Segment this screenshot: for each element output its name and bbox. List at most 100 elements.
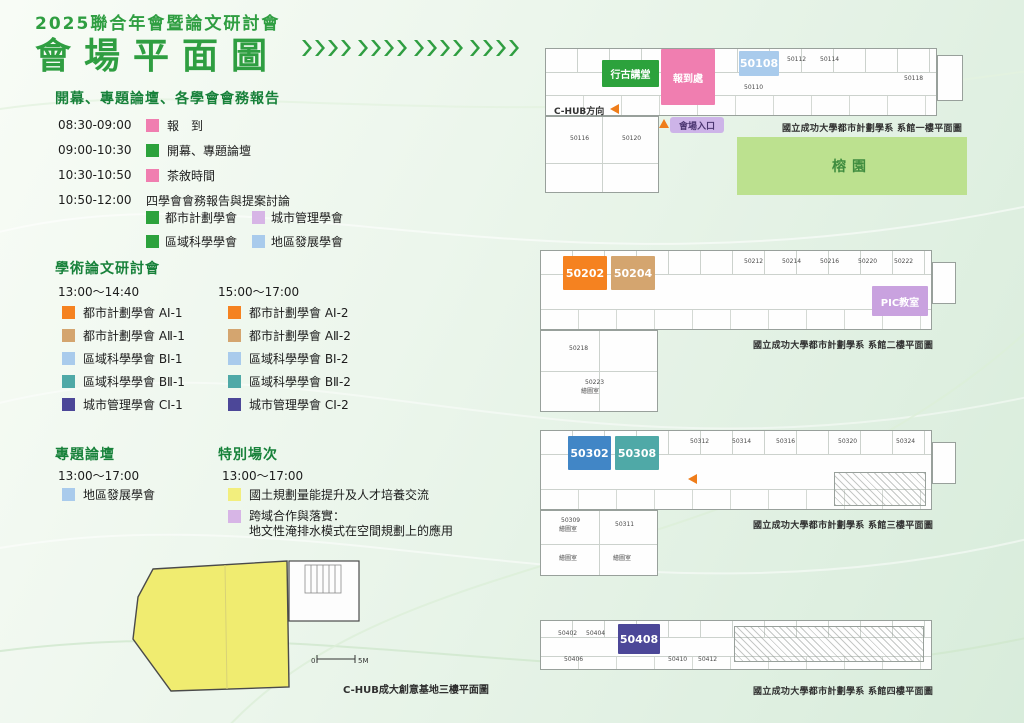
floorplan-3f: 50302 50308 50312 50314 50316 50320 5032… — [538, 428, 978, 580]
chevron-icon — [341, 40, 351, 56]
room-number: 50402 — [558, 630, 578, 637]
society-label: 地區發展學會 — [271, 234, 344, 249]
session-item: 都市計劃學會 AⅡ-2 — [228, 327, 351, 343]
legend-swatch-blue — [228, 351, 241, 365]
chevron-icon — [302, 40, 312, 56]
arrow-left-icon — [610, 104, 619, 114]
room-number: 50110 — [744, 84, 764, 91]
session-label: 區域科學學會 BⅠ-1 — [83, 351, 183, 366]
floorplan-4f: 50408 50402 50404 50406 50410 50412 國立成功… — [538, 618, 978, 708]
chevron-icon — [440, 40, 450, 56]
chevron-group — [358, 40, 407, 56]
room-number: 50216 — [820, 258, 840, 265]
chevron-icon — [470, 40, 480, 56]
society-item: 城市管理學會 — [252, 209, 343, 226]
chevron-icon — [453, 40, 463, 56]
forum-heading: 專題論壇 — [55, 447, 115, 463]
floor2-caption: 國立成功大學都市計劃學系 系館二樓平面圖 — [753, 341, 934, 351]
chevron-icon — [397, 40, 407, 56]
legend-swatch-tan — [62, 328, 75, 342]
society-label: 都市計劃學會 — [165, 210, 238, 225]
room-50408: 50408 — [618, 624, 660, 654]
wall-line — [599, 511, 600, 575]
legend-swatch-orange — [62, 305, 75, 319]
floorplan-1f: 50116 50120 行古講堂 報到處 50108 50112 50114 5… — [540, 45, 980, 200]
schedule-row: 10:50-12:00 四學會會務報告與提案討論 — [58, 192, 290, 208]
banyan-garden-area: 榕園 — [737, 137, 967, 195]
legend-swatch-blue — [252, 234, 265, 248]
room-number: 50222 — [894, 258, 914, 265]
venue-entrance-badge: 會場入口 — [670, 117, 724, 133]
legend-swatch-purple — [228, 510, 241, 523]
chevron-group — [470, 40, 519, 56]
room-50202: 50202 — [563, 256, 607, 290]
session-item: 城市管理學會 CⅠ-2 — [228, 396, 349, 412]
schedule-row: 09:00-10:30 開幕、專題論壇 — [58, 142, 251, 158]
room-number: 50120 — [622, 135, 642, 142]
chevron-icon — [414, 40, 424, 56]
session-item: 區域科學學會 BⅡ-2 — [228, 373, 351, 389]
room-pic-classroom: PIC教室 — [872, 286, 928, 316]
room-number: 50116 — [570, 135, 590, 142]
session-label: 都市計劃學會 AⅠ-2 — [249, 305, 349, 320]
society-label: 區域科學學會 — [165, 234, 238, 249]
session-item: 都市計劃學會 AⅡ-1 — [62, 327, 185, 343]
hatched-room-area — [734, 626, 924, 662]
chevron-icon — [371, 40, 381, 56]
chevron-icon — [358, 40, 368, 56]
schedule-label: 四學會會務報告與提案討論 — [146, 193, 291, 208]
scale-zero: 0 — [311, 657, 315, 665]
room-registration: 報到處 — [661, 49, 715, 105]
time-label: 15:00～17:00 — [218, 285, 300, 299]
room-number: 50320 — [838, 438, 858, 445]
society-item: 都市計劃學會 — [146, 209, 252, 226]
time-label: 13:00～17:00 — [58, 469, 140, 483]
arrow-up-icon — [659, 119, 669, 128]
session-label: 城市管理學會 CⅠ-1 — [83, 397, 183, 412]
legend-swatch-yellow — [228, 487, 241, 501]
society-item: 區域科學學會 — [146, 233, 252, 250]
wall-line — [541, 371, 657, 372]
wall-line — [546, 163, 658, 164]
special-label: 跨域合作與落實：地文性淹排水模式在空間規劃上的應用 — [249, 509, 453, 539]
society-label: 城市管理學會 — [271, 210, 344, 225]
session-label: 區域科學學會 BⅠ-2 — [249, 351, 349, 366]
legend-swatch-indigo — [62, 397, 75, 411]
building-annex — [932, 262, 956, 304]
session-item: 都市計劃學會 AⅠ-2 — [228, 304, 349, 320]
room-lecture-hall: 行古講堂 — [602, 60, 659, 87]
chevron-group — [302, 40, 351, 56]
room-number: 50404 — [586, 630, 606, 637]
event-title: 2025聯合年會暨論文研討會 — [35, 14, 281, 34]
chevron-icon — [509, 40, 519, 56]
session-label: 城市管理學會 CⅠ-2 — [249, 397, 349, 412]
chevron-icon — [384, 40, 394, 56]
building-annex — [937, 55, 963, 101]
room-number: 50218 — [569, 345, 589, 352]
papers-heading: 學術論文研討會 — [55, 261, 160, 277]
chub-stairwell — [288, 560, 360, 622]
chevron-icon — [315, 40, 325, 56]
legend-swatch-teal — [62, 374, 75, 388]
time-label: 13:00～14:40 — [58, 285, 140, 299]
special-item: 國土規劃量能提升及人才培養交流 — [228, 486, 429, 502]
floorplan-2f: 50202 50204 PIC教室 50212 50214 50216 5022… — [538, 248, 978, 416]
room-dividers — [541, 489, 931, 509]
time-label: 13:00～17:00 — [222, 469, 304, 483]
room-label-studio: 繪圖室 — [559, 526, 578, 533]
room-number: 50316 — [776, 438, 796, 445]
building-wing: 50116 50120 — [545, 116, 659, 193]
session-item: 都市計劃學會 AⅠ-1 — [62, 304, 183, 320]
special-heading: 特別場次 — [218, 447, 278, 463]
room-number: 50220 — [858, 258, 878, 265]
session-label: 區域科學學會 BⅡ-1 — [83, 374, 185, 389]
session-label: 都市計劃學會 AⅡ-1 — [83, 328, 185, 343]
legend-swatch-purple — [252, 210, 265, 224]
time-label: 10:30-10:50 — [58, 168, 132, 182]
room-number: 50112 — [787, 56, 807, 63]
chevron-icon — [427, 40, 437, 56]
scale-5m: 5M — [358, 657, 369, 665]
room-dividers — [541, 309, 931, 329]
room-50108: 50108 — [739, 51, 779, 76]
room-number: 50412 — [698, 656, 718, 663]
